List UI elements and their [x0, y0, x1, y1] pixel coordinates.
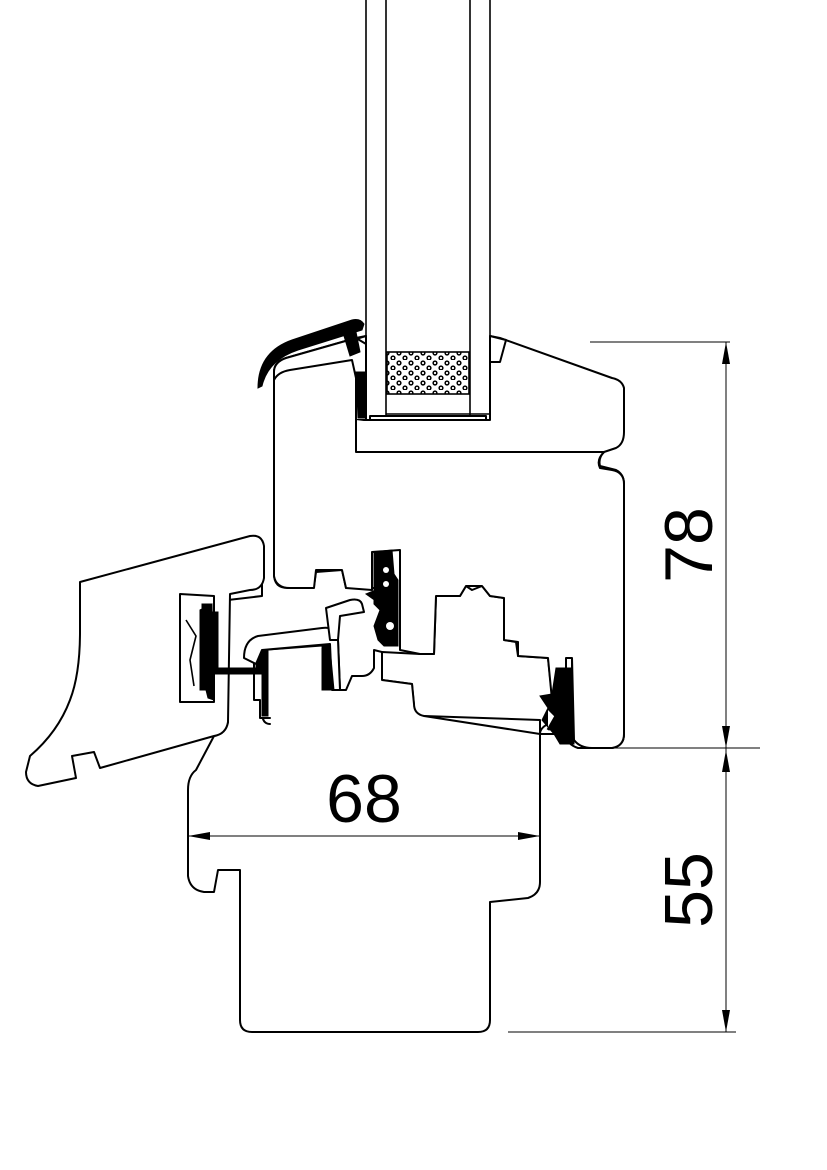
frame-gasket: [243, 626, 341, 691]
sash-profile: [273, 335, 625, 749]
glazing-unit: [365, 0, 491, 473]
centre-gasket: [325, 549, 399, 647]
drip-cap: [257, 319, 365, 389]
spacer-desiccant: [386, 351, 470, 395]
inner-seal: [539, 667, 575, 745]
dimension-frame-height: 55: [651, 852, 727, 928]
dimension-sash-height: 78: [651, 507, 727, 583]
glazing-gasket: [355, 371, 367, 419]
dimension-lines: [188, 341, 760, 1033]
dimension-frame-width: 68: [326, 761, 402, 837]
